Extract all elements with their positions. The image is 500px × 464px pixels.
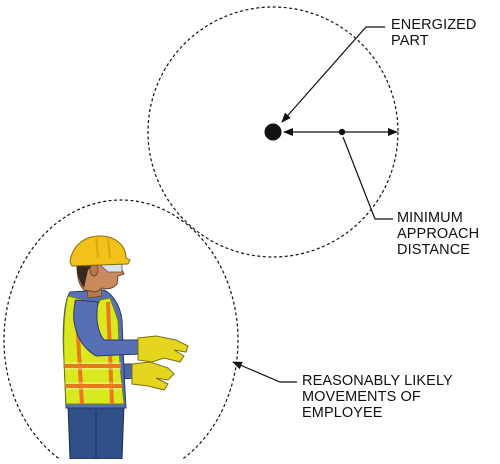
distance-midpoint-dot — [338, 128, 346, 136]
energized-part-label-line-2: PART — [391, 33, 429, 49]
employee-movements-leader — [232, 361, 297, 383]
minimum-approach-distance-label: MINIMUM APPROACH DISTANCE — [397, 210, 479, 258]
energized-part-label: ENERGIZED PART — [391, 17, 477, 49]
employee-reach-circle — [3, 199, 239, 464]
employee-label-line-3: EMPLOYEE — [302, 405, 383, 421]
employee-movements-label: REASONABLY LIKELY MOVEMENTS OF EMPLOYEE — [302, 373, 453, 421]
approach-distance-leader — [342, 136, 393, 220]
back-glove — [131, 361, 175, 391]
employee-label-line-1: REASONABLY LIKELY — [302, 373, 453, 389]
employee-label-line-2: MOVEMENTS OF — [302, 389, 421, 405]
mad-label-line-1: MINIMUM — [397, 210, 463, 226]
hard-hat — [69, 235, 131, 267]
worker-illustration — [62, 235, 189, 460]
energized-part-leader — [281, 26, 385, 123]
energized-part-label-line-1: ENERGIZED — [391, 17, 477, 33]
mad-label-line-2: APPROACH — [397, 226, 480, 242]
mad-label-line-3: DISTANCE — [397, 242, 471, 258]
energized-part-dot — [264, 123, 282, 141]
front-glove — [137, 335, 189, 363]
approach-distance-circle — [147, 6, 399, 258]
